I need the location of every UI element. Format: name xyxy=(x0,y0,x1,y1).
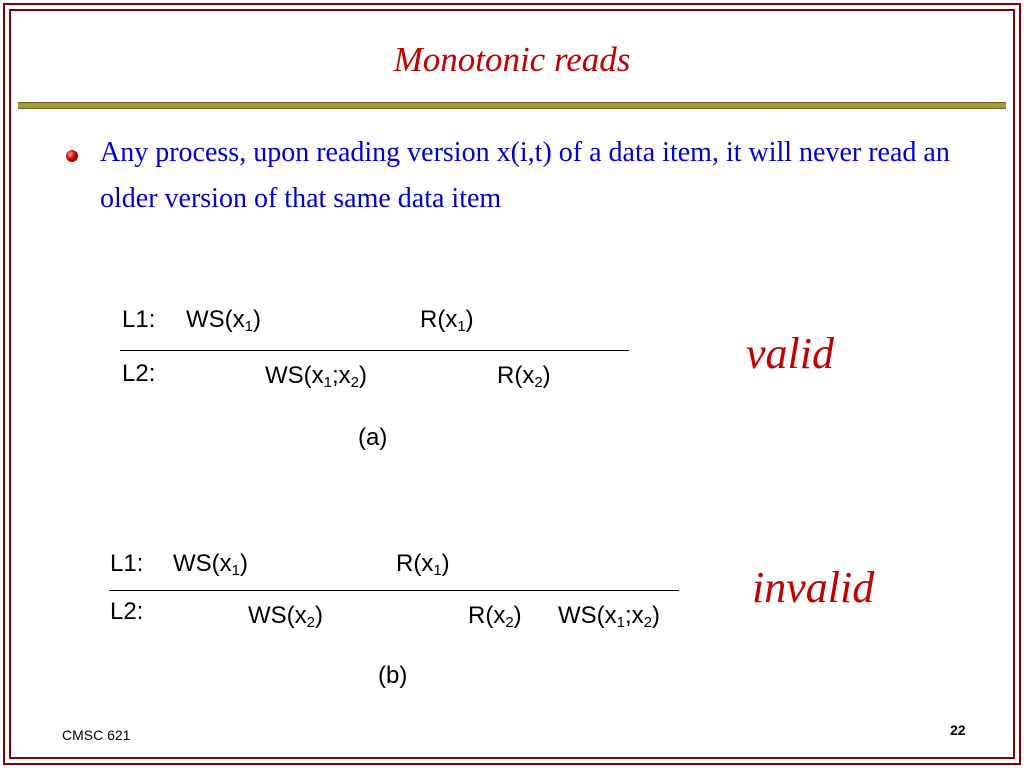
slide-inner-border xyxy=(9,9,1015,759)
bullet-icon xyxy=(66,150,78,162)
diagram-b-caption: (b) xyxy=(378,662,408,689)
diagram-b-l2-write-2: WS(x1;x2) xyxy=(558,602,661,631)
diagram-a-l1-read: R(x1) xyxy=(420,306,474,335)
slide-outer-border xyxy=(3,3,1021,765)
diagram-a-l2-write: WS(x1;x2) xyxy=(265,362,368,391)
diagram-b-l2-write: WS(x2) xyxy=(248,602,323,631)
diagram-b-l1-label: L1: xyxy=(110,550,144,577)
slide-title: Monotonic reads xyxy=(393,40,631,79)
diagram-a-caption: (a) xyxy=(358,424,388,451)
diagram-b-l2-label: L2: xyxy=(110,598,144,625)
diagram-a-l1-label: L1: xyxy=(122,306,156,333)
footer-page-number: 22 xyxy=(950,722,966,738)
diagram-a-timeline-divider xyxy=(120,350,629,351)
diagram-a-l2-read: R(x2) xyxy=(497,362,551,391)
diagram-b-verdict: invalid xyxy=(752,563,875,612)
diagram-b-l1-write: WS(x1) xyxy=(173,550,248,579)
diagram-b-l1-read: R(x1) xyxy=(396,550,450,579)
diagram-a-verdict: valid xyxy=(746,329,834,378)
bullet-text: Any process, upon reading version x(i,t)… xyxy=(100,137,950,214)
diagram-b-timeline-divider xyxy=(109,590,679,591)
footer-course-label: CMSC 621 xyxy=(62,727,131,743)
diagram-a-l2-label: L2: xyxy=(122,360,156,387)
diagram-a-l1-write: WS(x1) xyxy=(186,306,261,335)
diagram-b-l2-read: R(x2) xyxy=(468,602,522,631)
title-divider xyxy=(18,102,1006,109)
